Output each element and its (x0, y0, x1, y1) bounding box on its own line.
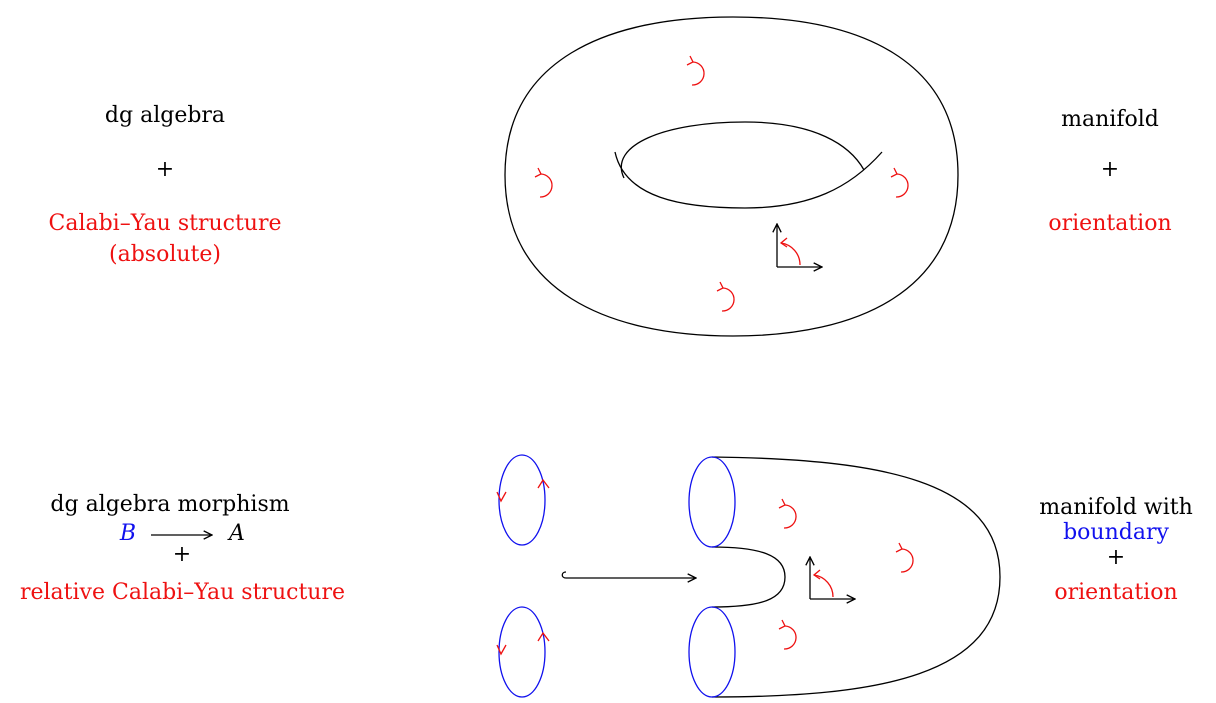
boundary-circle-upper (498, 454, 546, 546)
orientation-arrow-icon (721, 287, 735, 312)
orientation-arrows-top (534, 55, 909, 312)
boundary-circle-lower (498, 606, 546, 698)
bottom-left-morphism-title: dg algebra morphism (50, 492, 290, 517)
bottom-right-manifold-with: manifold with (1039, 495, 1193, 520)
manifold-inner-curve (711, 546, 786, 608)
morphism-source-B: B (119, 521, 137, 546)
top-right-plus: + (1100, 157, 1120, 182)
inclusion-arrow (561, 571, 696, 578)
torus-outline (504, 16, 959, 337)
bottom-left-plus: + (172, 542, 192, 567)
orientation-arrow-icon (900, 548, 914, 573)
top-right-manifold: manifold (1061, 107, 1159, 132)
orientation-arrow-icon (783, 625, 797, 650)
top-left-calabi-yau: Calabi–Yau structure (48, 211, 282, 236)
orientation-arrow-icon (895, 173, 909, 198)
orientation-arrow-icon (783, 504, 797, 529)
torus-hole-upper-curve (620, 121, 865, 179)
torus-hole-curve (614, 151, 883, 209)
boundary-circle-right-lower (688, 606, 736, 698)
top-left-absolute: (absolute) (109, 242, 221, 267)
top-left-dg-algebra: dg algebra (104, 103, 226, 128)
top-right-orientation: orientation (1048, 211, 1172, 236)
bottom-right-orientation: orientation (1054, 580, 1178, 605)
orientation-arrow-icon (691, 61, 705, 86)
orientation-frame-bottom (810, 557, 855, 599)
torus (504, 16, 959, 337)
manifold-with-boundary (688, 456, 1001, 698)
bottom-left-relative-calabi-yau: relative Calabi–Yau structure (19, 580, 345, 605)
frame-rotation-arrow (813, 574, 834, 598)
boundary-circle-right-upper (688, 456, 736, 548)
manifold-outer-outline (711, 456, 1001, 698)
orientation-arrows-bottom (778, 498, 914, 650)
orientation-arrow-icon (539, 173, 553, 198)
bottom-right-boundary: boundary (1063, 520, 1169, 545)
frame-rotation-arrow (780, 242, 801, 266)
orientation-frame-top (777, 224, 822, 267)
bottom-right-plus: + (1106, 545, 1126, 570)
boundary-circles-left (496, 454, 550, 698)
top-left-plus: + (155, 157, 175, 182)
morphism-target-A: A (229, 521, 245, 546)
